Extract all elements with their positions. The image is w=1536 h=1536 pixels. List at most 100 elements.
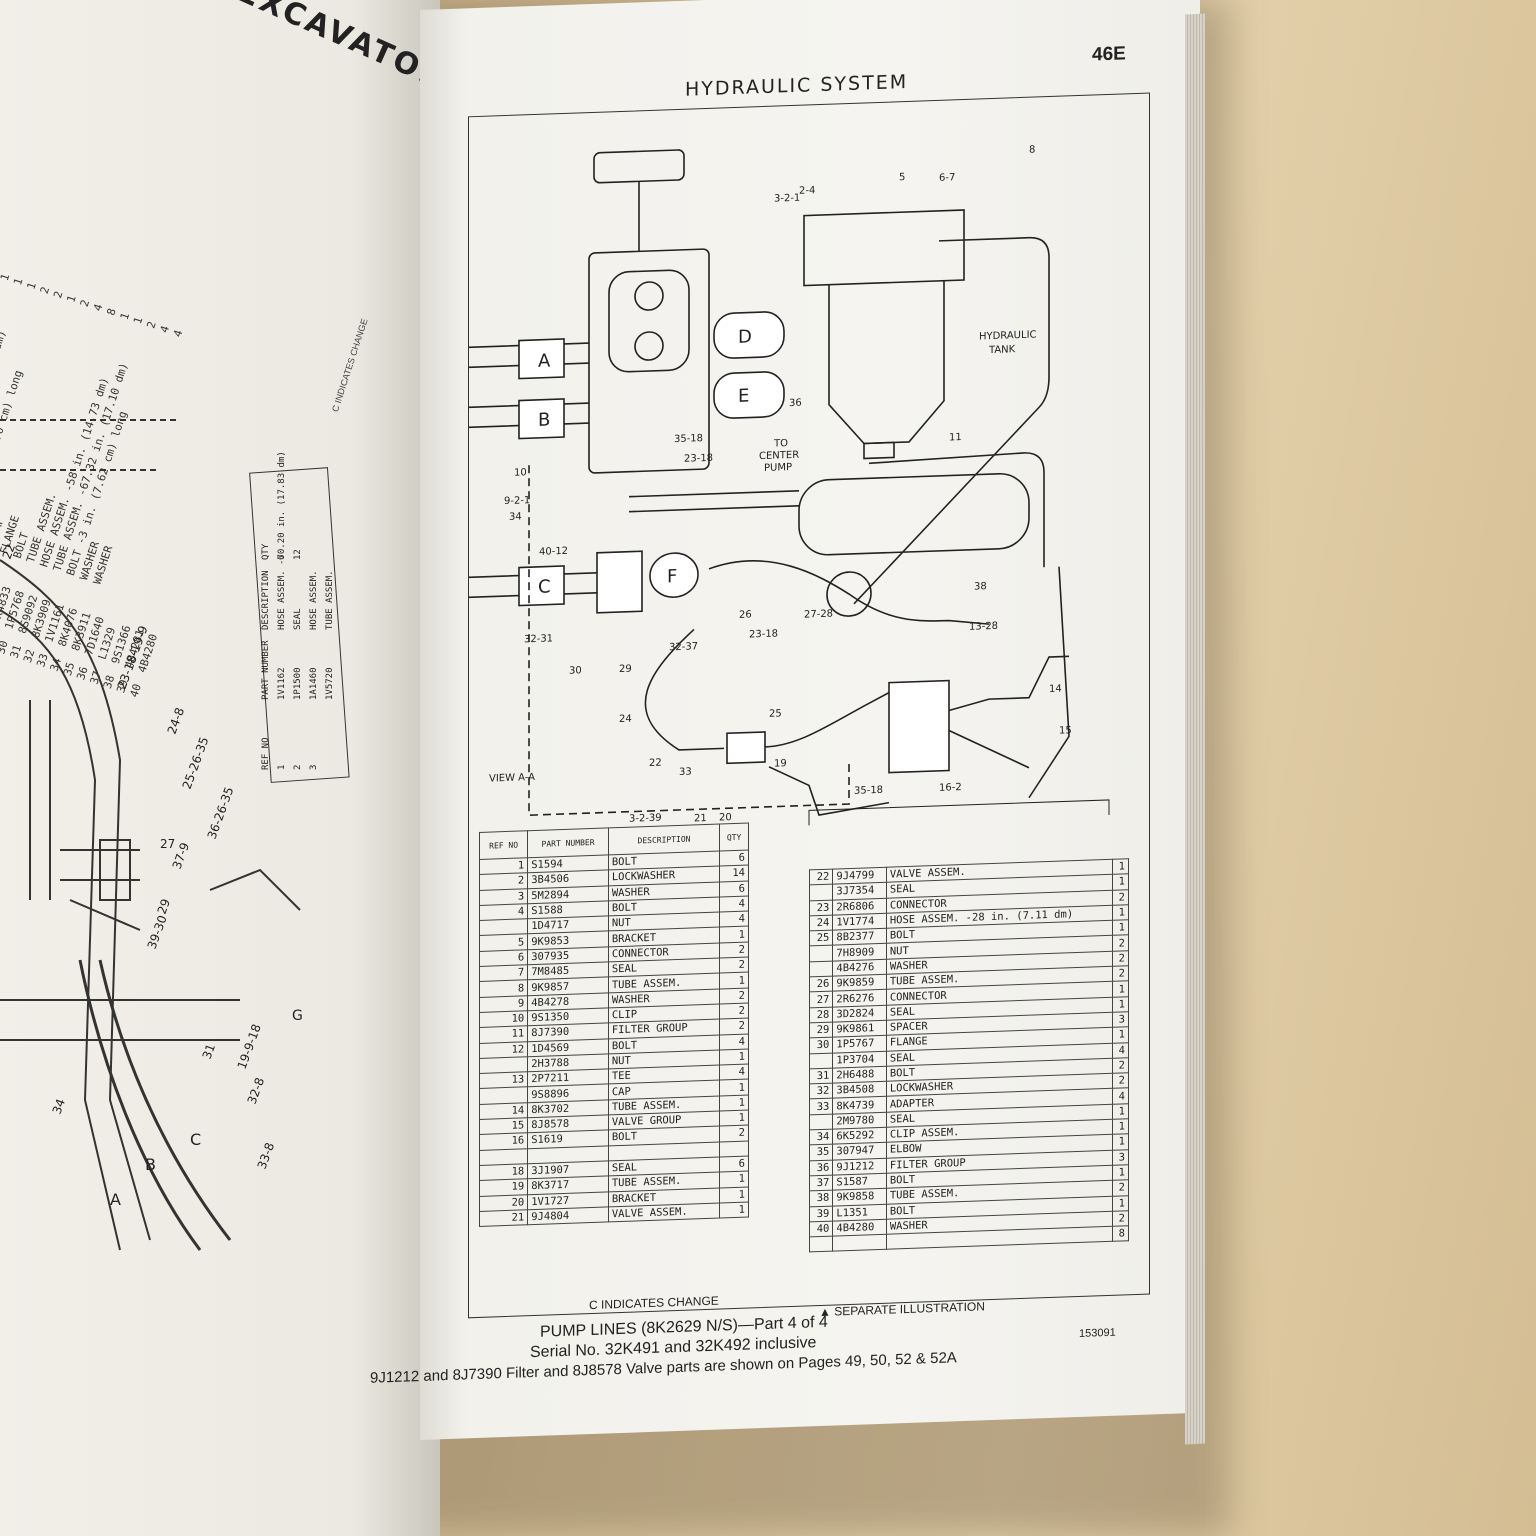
svg-text:29: 29	[619, 664, 632, 675]
svg-text:38: 38	[974, 581, 987, 592]
cell-ref: 32	[809, 1083, 833, 1100]
cell-ref: 7	[479, 964, 528, 982]
svg-text:25-26-35: 25-26-35	[180, 735, 212, 791]
cell-ref: 15	[479, 1117, 528, 1135]
left-small-cell: 1A1460	[309, 667, 319, 700]
col-ref: REF NO	[479, 830, 528, 860]
left-small-cell: DESCRIPTION	[261, 570, 271, 630]
svg-text:25: 25	[769, 708, 782, 719]
cell-qty: 1	[1112, 858, 1129, 875]
svg-text:39-30: 39-30	[145, 913, 170, 951]
cell-ref: 5	[479, 934, 528, 952]
left-small-cell: PART NUMBER	[261, 640, 271, 700]
cell-qty: 1	[719, 1079, 749, 1096]
cell-qty: 1	[719, 1171, 749, 1188]
cell-ref: 11	[479, 1026, 528, 1043]
svg-text:B: B	[538, 409, 550, 430]
col-desc: DESCRIPTION	[608, 824, 720, 855]
left-small-cell: 6	[277, 555, 287, 560]
hydraulic-diagram: A B D E C F HYDRAULIC TANK TO CENTER PUM…	[469, 145, 1110, 838]
cell-qty: 4	[1112, 1088, 1129, 1105]
left-diagram: 22 23-18-19-9 24-8 25-26-35 36-26-35 27 …	[0, 419, 350, 1251]
cell-ref	[809, 1113, 833, 1130]
cell-qty: 1	[1112, 1027, 1129, 1043]
svg-text:32-8: 32-8	[245, 1076, 267, 1106]
col-qty: QTY	[719, 823, 749, 852]
cell-qty: 2	[719, 1125, 749, 1142]
cell-qty: 1	[1112, 1195, 1129, 1212]
left-small-cell: SEAL	[293, 608, 303, 630]
cell-ref	[809, 884, 833, 901]
cell-ref: 4	[479, 903, 528, 921]
left-small-cell: QTY	[261, 543, 271, 560]
cell-ref	[479, 918, 528, 936]
svg-text:35-18: 35-18	[854, 785, 883, 797]
cell-qty: 2	[719, 1018, 749, 1035]
left-small-cell: REF NO	[261, 737, 271, 770]
svg-text:A: A	[110, 1190, 121, 1209]
cell-qty: 6	[719, 1155, 749, 1173]
cell-qty: 4	[719, 911, 749, 928]
cell-ref: 18	[479, 1163, 528, 1181]
left-small-cell: 2	[293, 765, 303, 770]
svg-text:20: 20	[719, 812, 732, 823]
svg-text:27-28: 27-28	[804, 609, 833, 621]
svg-text:24-8: 24-8	[165, 706, 187, 736]
svg-text:36-26-35: 36-26-35	[205, 785, 237, 841]
cell-ref: 25	[809, 930, 833, 947]
cell-ref: 1	[479, 857, 528, 875]
cell-qty: 2	[719, 957, 749, 974]
svg-text:10: 10	[514, 467, 527, 478]
svg-text:23-18: 23-18	[684, 453, 713, 465]
left-small-cell: 1V1162	[277, 667, 287, 700]
svg-text:22: 22	[649, 758, 662, 769]
cell-qty: 2	[1112, 1179, 1129, 1196]
svg-text:34: 34	[509, 511, 522, 522]
svg-text:D: D	[738, 326, 752, 347]
cell-ref: 21	[479, 1209, 528, 1227]
cell-ref: 2	[479, 873, 528, 891]
svg-text:15: 15	[1059, 725, 1072, 736]
svg-text:30: 30	[569, 665, 582, 676]
svg-text:14: 14	[1049, 684, 1062, 695]
cell-part: 9J4804	[527, 1206, 609, 1225]
cell-qty: 1	[1112, 981, 1129, 997]
left-small-cell: HOSE ASSEM. -70.20 in. (17.83 dm)	[277, 451, 287, 630]
svg-text:33-8: 33-8	[255, 1141, 277, 1171]
svg-text:TANK: TANK	[988, 344, 1016, 356]
svg-text:CENTER: CENTER	[759, 450, 799, 462]
cell-qty: 4	[1112, 1042, 1129, 1059]
left-small-cell: HOSE ASSEM.	[309, 570, 319, 630]
svg-text:35-18: 35-18	[674, 433, 703, 445]
cell-qty: 2	[1112, 1057, 1129, 1074]
cell-ref: 6	[479, 949, 528, 967]
svg-text:C: C	[190, 1130, 201, 1149]
cell-qty: 2	[1112, 1072, 1129, 1089]
cell-ref	[809, 1236, 833, 1253]
section-title: HYDRAULIC SYSTEM	[685, 70, 909, 101]
svg-text:32-31: 32-31	[524, 633, 553, 645]
cell-ref: 37	[809, 1175, 833, 1192]
cell-qty: 1	[1112, 1103, 1129, 1120]
cell-qty: 1	[719, 1094, 749, 1112]
svg-text:9-2-1: 9-2-1	[504, 495, 530, 507]
cell-ref: 9	[479, 995, 528, 1013]
cell-qty: 6	[719, 880, 749, 897]
right-page: 46E HYDRAULIC SYSTEM	[370, 0, 1200, 1440]
svg-text:13-28: 13-28	[969, 621, 998, 633]
svg-text:11: 11	[949, 432, 962, 443]
cell-qty: 3	[1112, 1011, 1129, 1028]
cell-ref: 3	[479, 888, 528, 906]
svg-text:34: 34	[50, 1097, 68, 1116]
cell-qty: 1	[719, 1186, 749, 1203]
cell-ref: 24	[809, 914, 833, 932]
svg-text:6-7: 6-7	[939, 172, 955, 184]
cell-ref: 22	[809, 869, 833, 886]
cell-qty: 2	[1112, 889, 1129, 906]
cell-qty	[719, 1140, 749, 1157]
cell-ref: 36	[809, 1159, 833, 1176]
cell-ref: 33	[809, 1098, 833, 1115]
svg-text:B: B	[145, 1155, 156, 1174]
cell-qty: 8	[1112, 1225, 1129, 1242]
